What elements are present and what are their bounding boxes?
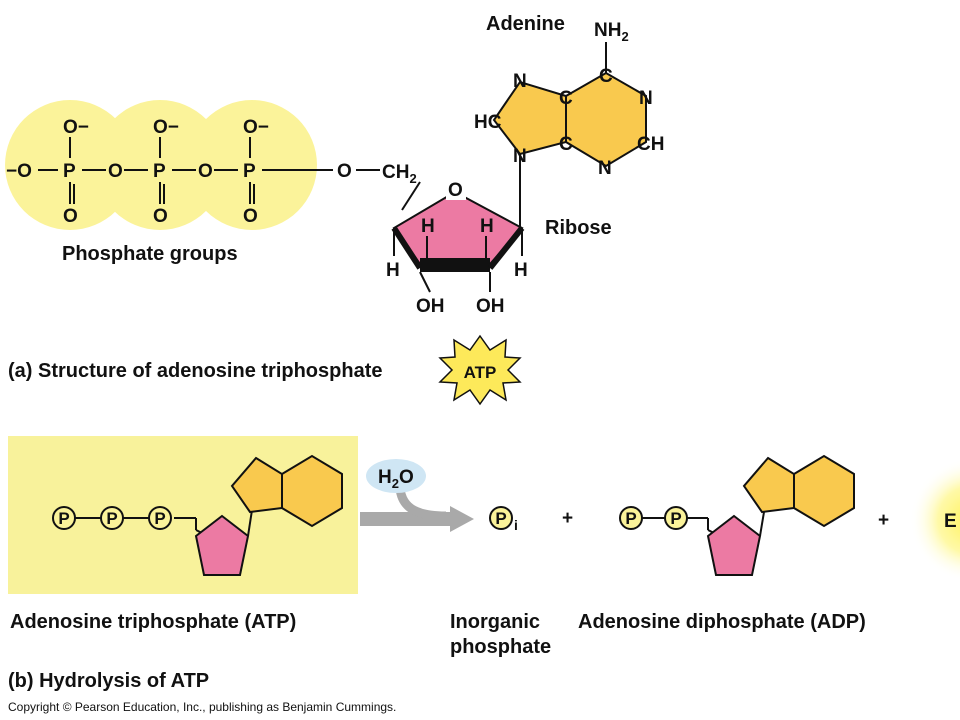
adp-phosphate-2 [664,506,688,530]
double-bond-marks [73,184,255,204]
atp-p3-label: P [154,509,165,528]
adenine-atoms: NH2 C C C N CH N N HC N [474,20,664,179]
atom-o-bridge-2: O [198,161,213,182]
ribose-oh-2: OH [476,296,505,317]
adp-adenine-hexagon [793,454,855,528]
atp-badge: ATP [438,334,522,406]
phosphate-groups [5,100,317,230]
adp-p2-label: P [670,509,681,528]
atp-schematic: P P P [52,454,343,576]
adenine-pentagon [492,80,567,156]
ribose-o: O [448,180,463,201]
adp-schematic: P P [619,454,855,576]
atp-adenine-pentagon [230,456,283,514]
adenine-label: Adenine [486,13,565,35]
atom-o-bottom-2: O [153,206,168,227]
atp-p1-label: P [58,509,69,528]
atom-minus-o: −O [6,161,32,182]
ribose-ring: O H H H H OH OH [386,180,528,317]
phosphate-atoms: −O P O− O O P O− O O P O− O O [6,117,352,227]
adenine-n-right: N [639,88,653,109]
ribose-label: Ribose [545,217,612,239]
atom-o-bottom-3: O [243,206,258,227]
atom-o-top-2: O− [153,117,179,138]
caption-b: (b) Hydrolysis of ATP [8,670,209,692]
adenine-base [492,42,647,228]
phosphate-bonds [38,137,380,204]
atom-p1: P [63,161,76,182]
ribose-oh-1: OH [416,296,445,317]
ribose-h-outer-right: H [514,260,528,281]
atp-badge-text: ATP [464,363,497,382]
phosphate-groups-label: Phosphate groups [62,243,238,265]
atp-adenine-hexagon [281,454,343,528]
adp-phosphate-1 [619,506,643,530]
caption-a: (a) Structure of adenosine triphosphate [8,360,382,382]
atp-label: Adenosine triphosphate (ATP) [10,611,296,633]
ribose-h-outer-left: H [386,260,400,281]
pi-label-line1: Inorganic [450,611,540,633]
atom-o-top-1: O− [63,117,89,138]
adenine-ch: CH [637,134,664,155]
copyright-notice: Copyright © Pearson Education, Inc., pub… [8,700,396,714]
water-bubble [366,459,426,493]
adp-ribose-pentagon [706,514,762,576]
atom-ch2: CH2 [382,162,417,186]
plus-1: + [562,508,573,529]
adenine-n-bottom: N [598,158,612,179]
phosphate-circle-2 [95,100,225,230]
adenine-c-lower-mid: C [559,134,573,155]
atom-o-ester: O [337,161,352,182]
adenine-hc: HC [474,112,502,133]
atom-p3: P [243,161,256,182]
energy-letter: E [944,511,957,532]
atp-phosphate-3 [148,506,172,530]
pi-p-label: P [495,509,506,528]
atom-o-top-3: O− [243,117,269,138]
atom-p2: P [153,161,166,182]
adenine-c-top: C [599,66,613,87]
pi-subscript: i [514,517,518,533]
adenine-n-glycosidic: N [513,146,527,167]
adp-p1-label: P [625,509,636,528]
adenine-n-top-left: N [513,71,527,92]
atom-o-bridge-1: O [108,161,123,182]
ribose-front-edge [420,258,490,272]
adenine-nh2: NH2 [594,20,629,44]
ribose-h-inner-2: H [480,216,494,237]
adenine-c-upper-mid: C [559,88,573,109]
hydrolysis-arrow: H2O [360,459,474,532]
atp-phosphate-1 [52,506,76,530]
pi-label-line2: phosphate [450,636,551,658]
energy-burst: E [910,459,960,581]
phosphate-circle-3 [187,100,317,230]
atp-starburst [438,334,522,406]
pi-circle [489,506,513,530]
atp-p2-label: P [106,509,117,528]
ribose-h-inner-1: H [421,216,435,237]
phosphate-circle-1 [5,100,135,230]
atom-o-bottom-1: O [63,206,78,227]
atp-ribose-pentagon [194,514,250,576]
inorganic-phosphate: P i [489,506,518,533]
atp-phosphate-2 [100,506,124,530]
plus-2: + [878,510,889,531]
adp-label: Adenosine diphosphate (ADP) [578,611,866,633]
adp-adenine-pentagon [742,456,795,514]
